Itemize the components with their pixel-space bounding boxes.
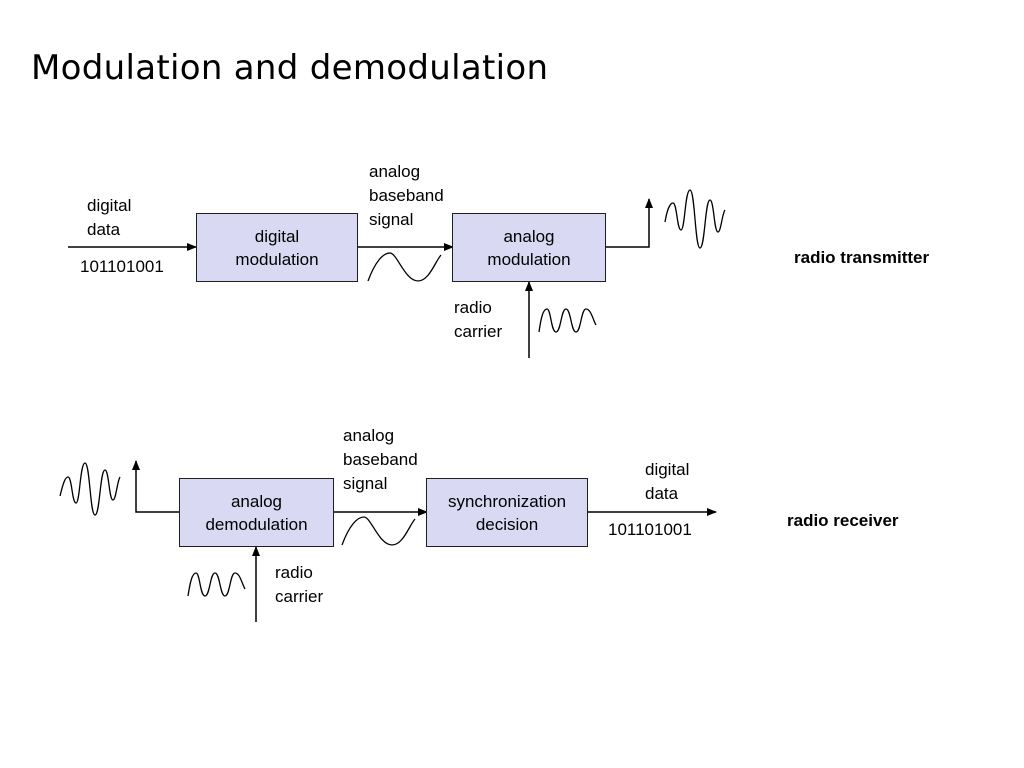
tx-carrier-label-line1: radio bbox=[454, 298, 492, 317]
rx-baseband-label-line2: baseband bbox=[343, 450, 418, 469]
rx-output-label: digital data bbox=[645, 458, 689, 506]
rx-baseband-label: analog baseband signal bbox=[343, 424, 418, 496]
rx-carrier-sine-wave-icon bbox=[187, 572, 246, 597]
tx-input-bits: 101101001 bbox=[80, 257, 164, 276]
tx-carrier-label: radio carrier bbox=[454, 296, 502, 344]
digital-modulation-label-line2: modulation bbox=[235, 249, 319, 269]
tx-baseband-label-line3: signal bbox=[369, 210, 414, 229]
tx-carrier-label-line2: carrier bbox=[454, 322, 503, 341]
rx-baseband-label-line3: signal bbox=[343, 474, 388, 493]
radio-receiver-label: radio receiver bbox=[787, 511, 899, 530]
tx-modulated-wave-icon bbox=[664, 189, 726, 249]
rx-carrier-label-line2: carrier bbox=[275, 587, 324, 606]
synchronization-decision-label-line1: synchronization bbox=[447, 491, 567, 511]
rx-carrier-label-line1: radio bbox=[275, 563, 313, 582]
rx-carrier-label: radio carrier bbox=[275, 561, 323, 609]
analog-demodulation-label-line2: demodulation bbox=[205, 514, 308, 534]
page-title: Modulation and demodulation bbox=[31, 48, 549, 88]
digital-modulation-label-line1: digital bbox=[254, 226, 300, 246]
synchronization-decision-label-line2: decision bbox=[475, 514, 539, 534]
rx-antenna-icon bbox=[132, 460, 179, 513]
tx-input-label-line1: digital bbox=[87, 196, 132, 215]
analog-demodulation-block: analog demodulation bbox=[179, 478, 334, 547]
synchronization-decision-block: synchronization decision bbox=[426, 478, 588, 547]
rx-modulated-wave-icon bbox=[59, 462, 121, 516]
analog-modulation-label-line2: modulation bbox=[487, 249, 571, 269]
tx-baseband-sine-wave-icon bbox=[367, 252, 442, 282]
tx-carrier-sine-wave-icon bbox=[538, 308, 597, 333]
tx-input-label: digital data bbox=[87, 194, 131, 242]
rx-baseband-label-line1: analog bbox=[343, 426, 395, 445]
analog-demodulation-label-line1: analog bbox=[230, 491, 283, 511]
tx-baseband-label: analog baseband signal bbox=[369, 160, 444, 232]
digital-modulation-block: digital modulation bbox=[196, 213, 358, 282]
tx-antenna-icon bbox=[605, 198, 653, 248]
rx-output-label-line2: data bbox=[645, 484, 679, 503]
radio-transmitter-label: radio transmitter bbox=[794, 248, 930, 267]
tx-baseband-label-line2: baseband bbox=[369, 186, 444, 205]
tx-input-label-line2: data bbox=[87, 220, 121, 239]
analog-modulation-block: analog modulation bbox=[452, 213, 606, 282]
rx-baseband-sine-wave-icon bbox=[341, 516, 416, 546]
analog-modulation-label-line1: analog bbox=[503, 226, 555, 246]
rx-output-bits: 101101001 bbox=[608, 520, 692, 539]
tx-baseband-label-line1: analog bbox=[369, 162, 421, 181]
rx-output-label-line1: digital bbox=[645, 460, 690, 479]
